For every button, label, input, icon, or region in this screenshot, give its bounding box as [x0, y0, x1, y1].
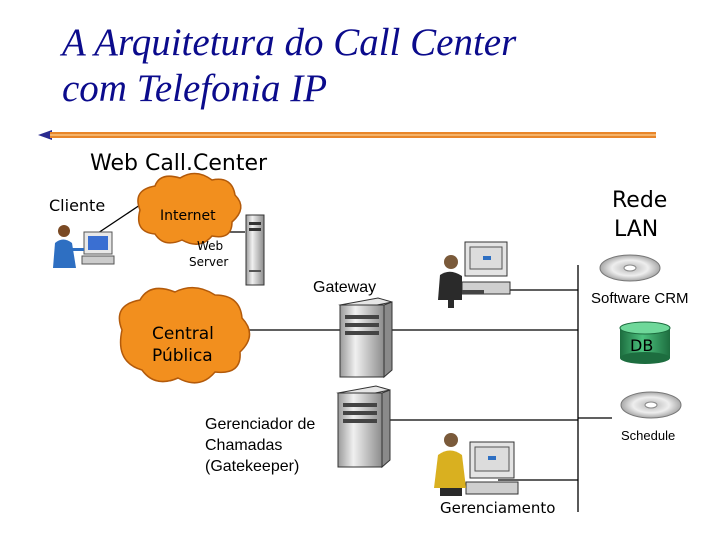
central-label-1: Central [152, 324, 214, 344]
gerenciamento-label: Gerenciamento [440, 499, 555, 517]
db-label: DB [630, 336, 653, 355]
lan-label: LAN [614, 217, 658, 242]
gateway-label: Gateway [313, 279, 376, 296]
gerenciador-label-3: (Gatekeeper) [205, 458, 299, 475]
schedule-disc-icon [620, 391, 682, 419]
title-line-2: com Telefonia IP [62, 67, 328, 110]
title-line-1: A Arquitetura do Call Center [62, 21, 517, 64]
web-server-icon [245, 214, 265, 286]
rede-label: Rede [612, 188, 667, 213]
schedule-label: Schedule [621, 428, 675, 443]
web-server-label-2: Server [189, 255, 228, 269]
gerenciador-label-1: Gerenciador de [205, 416, 315, 433]
internet-cloud [137, 172, 242, 245]
title-underline [38, 130, 656, 140]
software-crm-label: Software CRM [591, 290, 689, 307]
crm-agent-icon [438, 241, 511, 308]
gatekeeper-server-icon [336, 385, 391, 469]
central-publica-cloud [118, 286, 251, 384]
database-icon [619, 321, 671, 364]
diagram-heading: Web Call.Center [90, 151, 268, 176]
cliente-label: Cliente [49, 196, 105, 215]
central-label-2: Pública [152, 346, 213, 366]
web-server-label-1: Web [197, 239, 223, 253]
management-workstation-icon [434, 433, 519, 496]
client-person-icon [53, 225, 115, 268]
crm-disc-icon [599, 254, 661, 282]
gateway-server-icon [338, 297, 393, 379]
gerenciador-label-2: Chamadas [205, 437, 282, 454]
slide-title: A Arquitetura do Call Center com Telefon… [62, 20, 682, 112]
internet-label: Internet [160, 208, 216, 224]
